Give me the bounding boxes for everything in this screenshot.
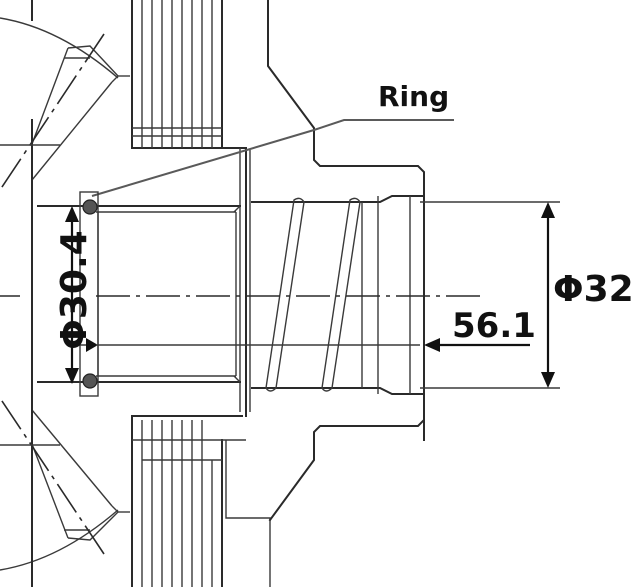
housing-arc-top [0,17,119,79]
bevel-gear-lower [0,397,130,555]
clutch-plates-lower [131,415,271,587]
housing-arc-bottom [0,509,119,571]
threaded-section [251,195,425,395]
depth-dimension-label: 56.1 [452,306,536,346]
ring-label: Ring [378,80,450,113]
outer-diameter-label: Φ32 [553,269,634,310]
o-ring-seal-bottom [82,373,98,389]
o-ring-seal-top [82,199,98,215]
inner-diameter-label: Φ30.4 [54,230,95,350]
dimension-56-1 [424,338,530,352]
dimension-phi30-4 [65,206,420,384]
housing-outline-lower [268,407,425,522]
clutch-plates-upper [131,0,223,149]
housing-outline-upper [267,0,425,441]
bevel-gear-upper [0,33,130,191]
dimension-phi32 [420,201,560,389]
ring-leader-line [91,119,454,197]
seal-ring-holder [79,191,99,397]
